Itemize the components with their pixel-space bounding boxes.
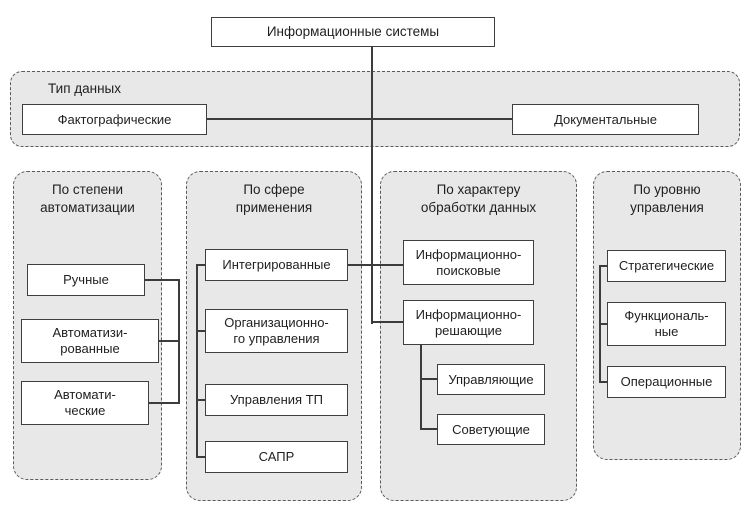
panel-label-management-level: По уровню управления <box>630 182 704 215</box>
application-bus <box>196 264 198 458</box>
operational-stub <box>599 381 607 383</box>
advising-stub <box>420 428 437 430</box>
node-information-deciding: Информационно- решающие <box>403 300 534 345</box>
node-tp-management: Управления ТП <box>205 384 348 416</box>
node-integrated: Интегрированные <box>205 249 348 281</box>
tp-stub <box>196 399 205 401</box>
automatic-stub <box>149 402 178 404</box>
integrated-stub <box>196 264 205 266</box>
deciding-children-bus <box>420 344 422 430</box>
node-controlling: Управляющие <box>437 364 545 395</box>
node-strategic: Стратегические <box>607 250 726 282</box>
node-information-retrieval: Информационно- поисковые <box>403 240 534 285</box>
automated-stub <box>159 340 178 342</box>
integrated-retrieval-connector <box>348 264 403 266</box>
panel-label-data-type: Тип данных <box>48 81 122 96</box>
node-manual: Ручные <box>27 264 145 296</box>
controlling-stub <box>420 378 437 380</box>
node-documentary: Документальные <box>512 104 699 135</box>
node-functional: Функциональ- ные <box>607 302 726 346</box>
panel-label-automation-degree: По степени автоматизации <box>40 182 135 215</box>
panel-label-data-processing: По характеру обработки данных <box>420 182 537 215</box>
automation-bus <box>178 279 180 404</box>
node-factographic: Фактографические <box>22 104 207 135</box>
trunk-line <box>371 47 373 324</box>
node-sapr: САПР <box>205 441 348 473</box>
panel-label-application-sphere: По сфере применения <box>235 182 313 215</box>
node-automated: Автоматизи- рованные <box>21 319 159 363</box>
manual-stub <box>145 279 178 281</box>
node-advising: Советующие <box>437 414 545 445</box>
data-type-connector <box>207 118 512 120</box>
sapr-stub <box>196 456 205 458</box>
deciding-stub <box>371 321 403 323</box>
strategic-stub <box>599 265 607 267</box>
functional-stub <box>599 323 607 325</box>
node-information-systems: Информационные системы <box>211 17 495 47</box>
node-operational: Операционные <box>607 366 726 398</box>
organizational-stub <box>196 330 205 332</box>
node-automatic: Автомати- ческие <box>21 381 149 425</box>
node-organizational-management: Организационно- го управления <box>205 309 348 353</box>
